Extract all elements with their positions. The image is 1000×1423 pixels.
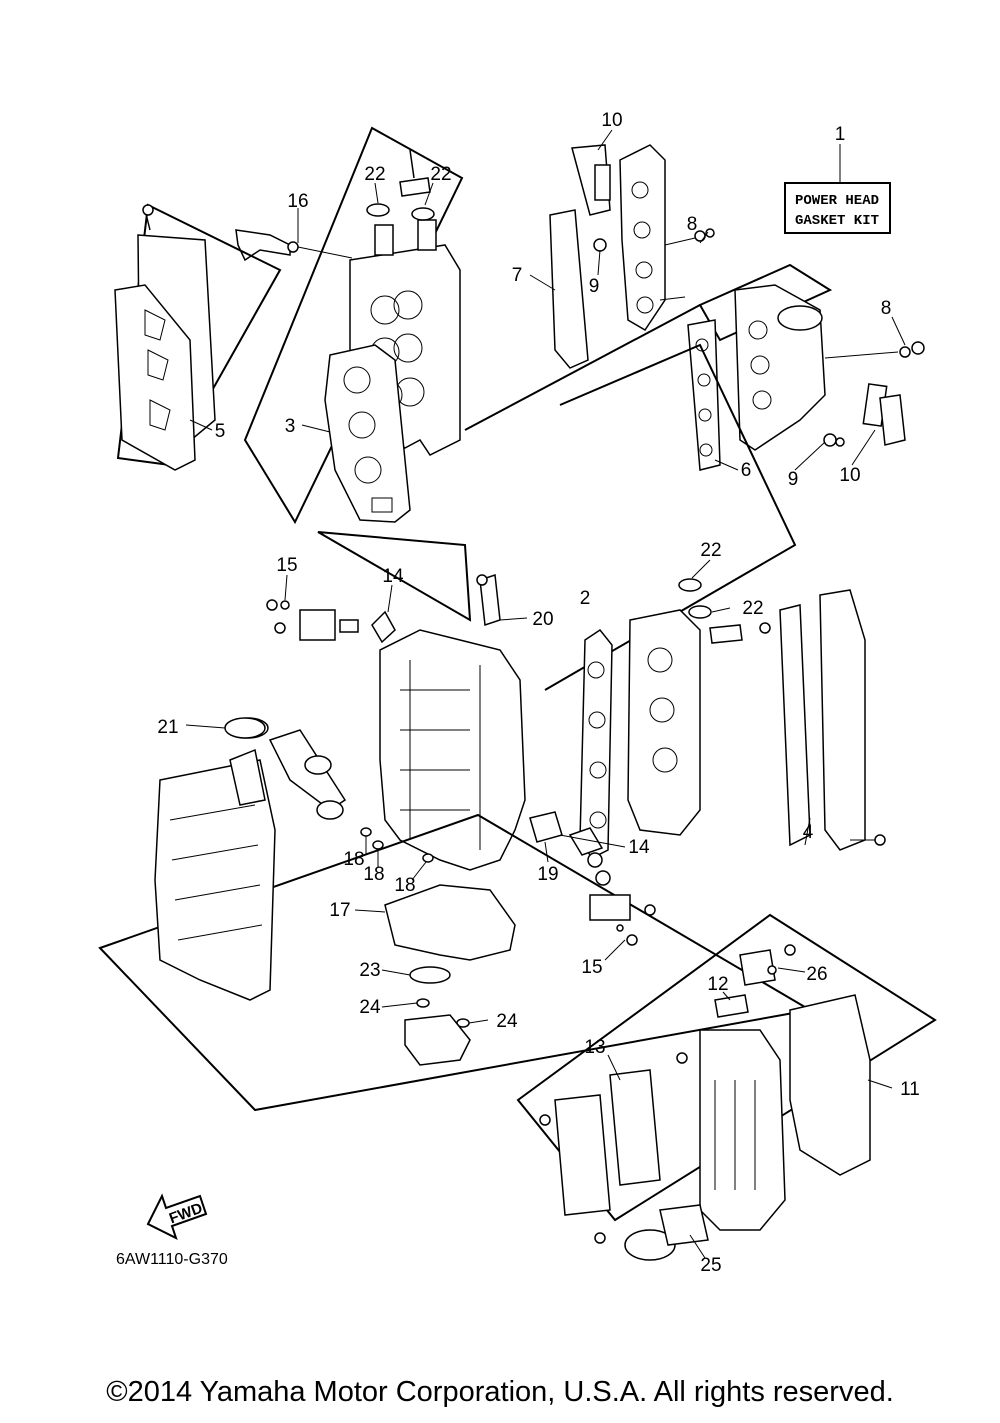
callout-16: 16 (287, 191, 308, 212)
callout-24a: 24 (359, 997, 381, 1018)
callout-22a: 22 (364, 164, 385, 185)
cylinder-head-port (627, 578, 771, 836)
callout-6: 6 (741, 460, 752, 481)
o-ring-24a (416, 998, 430, 1008)
callout-8b: 8 (881, 298, 892, 319)
cylinder-block (317, 531, 526, 871)
diagram-code: 6AW1110-G370 (116, 1251, 228, 1268)
kit-line1: POWER HEAD (795, 193, 879, 209)
oil-pump-housing (404, 1014, 471, 1066)
exhaust-cover-upper (549, 144, 715, 369)
cylinder-head-cover (114, 203, 282, 471)
lower-cover-assembly (516, 913, 937, 1261)
callout-15a: 15 (276, 555, 297, 576)
callout-25: 25 (700, 1255, 721, 1276)
o-ring-18a (360, 827, 372, 837)
callout-20: 20 (532, 609, 553, 630)
fwd-label: FWD (167, 1200, 205, 1228)
gasket-19 (529, 811, 563, 843)
callout-10b: 10 (839, 465, 860, 486)
callout-4: 4 (803, 822, 814, 843)
oil-seal-23 (409, 966, 451, 984)
callout-7: 7 (512, 265, 523, 286)
callout-18c: 18 (394, 875, 415, 896)
copyright-notice: ©2014 Yamaha Motor Corporation, U.S.A. A… (106, 1376, 894, 1408)
o-ring-18c (422, 853, 434, 863)
callout-5: 5 (215, 421, 226, 442)
callout-19: 19 (537, 864, 558, 885)
callout-26: 26 (806, 964, 827, 985)
callout-22d: 22 (742, 598, 763, 619)
callout-22b: 22 (430, 164, 451, 185)
head-gasket-2 (579, 628, 613, 859)
callout-21: 21 (157, 717, 178, 738)
callout-11: 11 (900, 1079, 920, 1100)
intake-manifold-right (687, 263, 925, 471)
gasket-17 (384, 884, 516, 961)
callout-14a: 14 (382, 566, 404, 587)
callout-17: 17 (329, 900, 350, 921)
callout-9b: 9 (788, 469, 799, 490)
callout-14b: 14 (628, 837, 650, 858)
callout-8a: 8 (687, 214, 698, 235)
exhaust-cover-right (779, 589, 886, 851)
callout-18a: 18 (343, 849, 364, 870)
callout-22c: 22 (700, 540, 721, 561)
callout-23: 23 (359, 960, 380, 981)
gasket-kit-box: POWER HEAD GASKET KIT (784, 182, 891, 234)
leader-lines (185, 129, 906, 1259)
callout-labels: 1 2 3 4 5 6 7 8 8 9 9 10 10 11 12 13 14 … (157, 110, 919, 1276)
callout-15b: 15 (581, 957, 602, 978)
callout-10a: 10 (601, 110, 622, 131)
callout-18b: 18 (363, 864, 384, 885)
fwd-arrow-icon: FWD (146, 1193, 208, 1240)
callout-1: 1 (835, 124, 846, 145)
callout-2: 2 (580, 588, 591, 609)
callout-13: 13 (584, 1037, 605, 1058)
oil-seal-21 (224, 717, 266, 739)
thermostat-left (266, 599, 396, 644)
callout-3: 3 (285, 416, 296, 437)
head-gasket-3 (324, 344, 411, 523)
thermostat-right (568, 827, 656, 946)
callout-12: 12 (707, 974, 728, 995)
o-ring-18b (372, 840, 384, 850)
callout-24b: 24 (496, 1011, 518, 1032)
kit-line2: GASKET KIT (795, 213, 879, 229)
callout-9a: 9 (589, 276, 600, 297)
